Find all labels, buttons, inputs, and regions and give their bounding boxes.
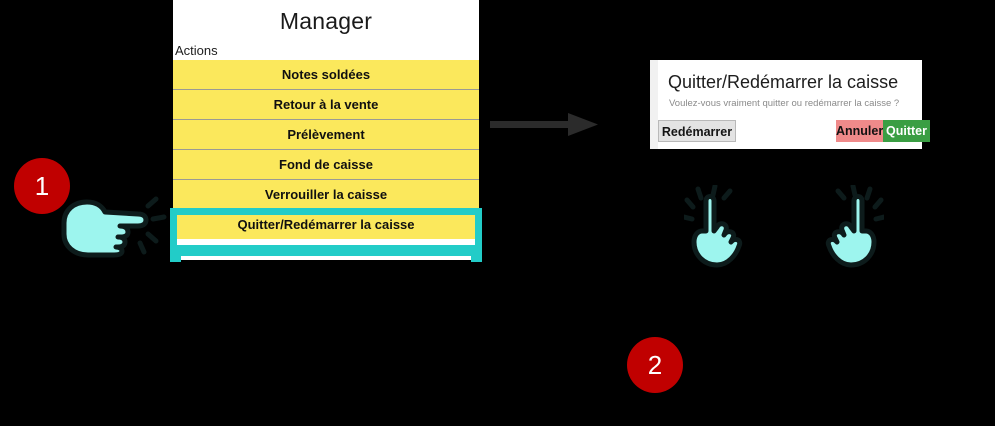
hand-tap-icon [800, 183, 887, 269]
menu-item-label: Prélèvement [287, 127, 365, 142]
selection-highlight-base [177, 246, 475, 256]
restart-button[interactable]: Redémarrer [658, 120, 736, 142]
quit-button[interactable]: Quitter [883, 120, 930, 142]
hand-pointing-right-icon [60, 196, 170, 258]
manager-panel: Manager Actions Notes soldées Retour à l… [173, 0, 479, 260]
menu-item-label: Verrouiller la caisse [264, 187, 388, 202]
hand-tap-icon [681, 183, 768, 269]
cancel-button[interactable]: Annuler [836, 120, 883, 142]
arrow-right-icon [490, 110, 600, 140]
menu-item-notes-soldees[interactable]: Notes soldées [173, 60, 479, 90]
menu-item-label: Fond de caisse [279, 157, 373, 172]
menu-item-fond-de-caisse[interactable]: Fond de caisse [173, 150, 479, 180]
page-title: Manager [279, 8, 373, 34]
dialog-message: Voulez-vous vraiment quitter ou redémarr… [669, 98, 900, 109]
dialog-title: Quitter/Redémarrer la caisse [668, 72, 899, 92]
actions-menu-list: Notes soldées Retour à la vente Prélèvem… [173, 60, 479, 239]
quit-restart-dialog: Quitter/Redémarrer la caisse Voulez-vous… [650, 60, 930, 149]
dialog-body: Quitter/Redémarrer la caisse Voulez-vous… [658, 60, 930, 149]
step-badge-1: 1 [14, 158, 70, 214]
menu-item-retour-a-la-vente[interactable]: Retour à la vente [173, 90, 479, 120]
step-badge-2: 2 [627, 337, 683, 393]
selection-highlight-base-right [471, 246, 482, 262]
menu-item-verrouiller-la-caisse[interactable]: Verrouiller la caisse [173, 180, 479, 210]
selection-highlight-base-left [170, 246, 181, 262]
menu-item-label: Retour à la vente [273, 97, 379, 112]
section-label-actions: Actions [175, 43, 218, 58]
menu-item-label: Notes soldées [281, 67, 371, 82]
menu-item-label: Quitter/Redémarrer la caisse [237, 217, 415, 232]
menu-item-prelevement[interactable]: Prélèvement [173, 120, 479, 150]
